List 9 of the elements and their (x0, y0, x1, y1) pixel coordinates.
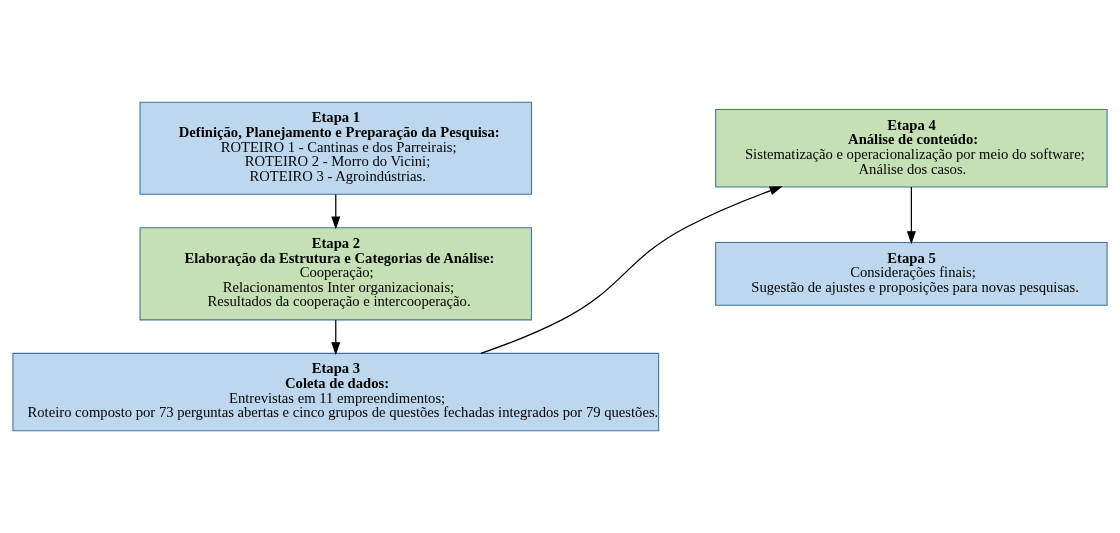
node-box: Etapa 4 Análise de conteúdo: Sistematização e operacionalização por meio do software; Análise dos casos. (715, 109, 1108, 188)
node-box: Etapa 2 Elaboração da Estrutura e Categorias de Análise: Cooperação; Relacionamentos Inter organizacionais; Resultados da cooperação e intercooperação. (139, 227, 532, 321)
node-box: Etapa 1 Definição, Planejamento e Preparação da Pesquisa: ROTEIRO 1 - Cantinas e dos Parreirais; ROTEIRO 2 - Morro do Vicini; ROTEIRO 3 - Agroindústrias. (139, 101, 532, 195)
arrow (331, 319, 341, 356)
arrow (906, 186, 916, 245)
node-box: Etapa 5 Considerações finais; Sugestão de ajustes e proposições para novas pesquisas. (715, 241, 1108, 306)
arrow (331, 193, 341, 230)
arrow (480, 186, 783, 354)
node-box: Etapa 3 Coleta de dados: Entrevistas em 11 empreendimentos; Roteiro composto por 73 perguntas abertas e cinco grupos de questões fechadas integrados por 79 questões. (12, 352, 660, 432)
